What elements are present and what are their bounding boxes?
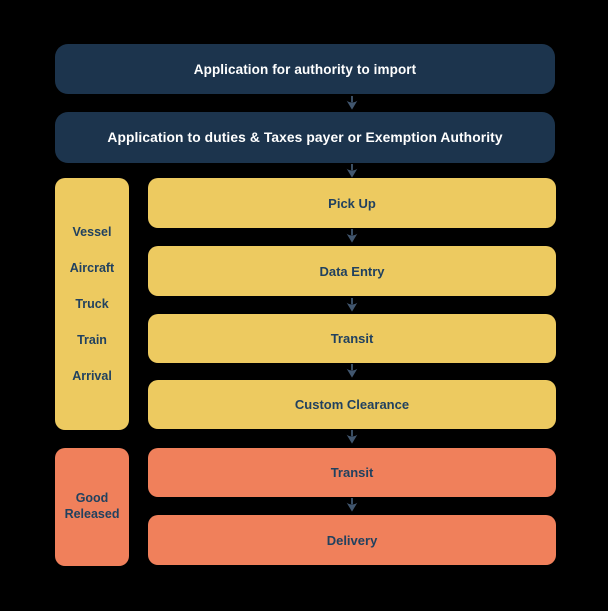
flow-step-label: Transit — [330, 331, 374, 346]
transport-label-train: Train — [77, 333, 107, 347]
down-arrow-icon — [346, 298, 358, 312]
flow-step-label: Transit — [330, 465, 374, 480]
flow-step-pick-up: Pick Up — [148, 178, 556, 228]
transport-label-aircraft: Aircraft — [69, 261, 115, 275]
down-arrow-icon — [346, 364, 358, 378]
good-released-column: Good Released — [55, 448, 129, 566]
transport-modes-column: Vessel Aircraft Truck Train Arrival — [55, 178, 129, 430]
flow-step-custom-clearance: Custom Clearance — [148, 380, 556, 429]
flow-step-label: Delivery — [326, 532, 378, 548]
down-arrow-icon — [346, 229, 358, 243]
flow-step-label: Custom Clearance — [294, 397, 410, 412]
flow-step-data-entry: Data Entry — [148, 246, 556, 296]
transport-label-arrival: Arrival — [72, 369, 112, 383]
down-arrow-icon — [346, 430, 358, 444]
transport-label-vessel: Vessel — [72, 225, 112, 239]
flow-step-application-authority-import: Application for authority to import — [55, 44, 555, 94]
down-arrow-icon — [346, 164, 358, 178]
flow-step-transit: Transit — [148, 314, 556, 363]
transport-label-truck: Truck — [75, 297, 109, 311]
flow-step-delivery: Delivery — [148, 515, 556, 565]
down-arrow-icon — [346, 96, 358, 110]
good-released-label: Good Released — [64, 491, 120, 521]
flow-step-label: Data Entry — [319, 263, 385, 279]
flow-step-transit-released: Transit — [148, 448, 556, 497]
down-arrow-icon — [346, 498, 358, 512]
flow-step-application-duties-taxes: Application to duties & Taxes payer or E… — [55, 112, 555, 163]
flow-step-label: Application to duties & Taxes payer or E… — [107, 130, 503, 145]
flow-step-label: Pick Up — [328, 195, 376, 211]
flow-step-label: Application for authority to import — [193, 61, 417, 77]
